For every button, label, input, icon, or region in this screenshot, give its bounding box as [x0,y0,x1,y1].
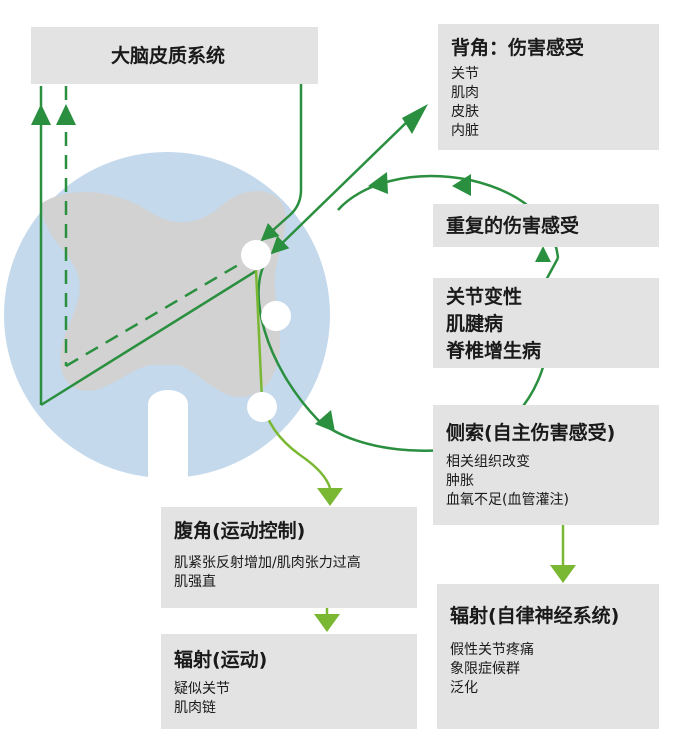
autonomic-radiation-box: 辐射(自律神经系统) 假性关节疼痛 象限症候群 泛化 [437,584,659,729]
loop-arrow-icon [535,246,551,262]
down-arrow-icon [314,614,340,632]
autonomic-radiation-title: 辐射(自律神经系统) [450,605,620,627]
list-item: 脊椎增生病 [446,340,542,362]
conditions-box: 关节变性 肌腱病 脊椎增生病 [433,278,659,368]
conditions-list: 关节变性 肌腱病 脊椎增生病 [446,284,541,365]
list-item: 肿胀 [446,473,474,489]
dorsal-horn-box: 背角：伤害感受 关节 肌肉 皮肤 内脏 [438,24,659,150]
list-item: 皮肤 [451,104,479,120]
list-item: 肌肉链 [174,700,216,716]
list-item: 肌腱病 [446,313,504,335]
cortex-box: 大脑皮质系统 [31,27,318,84]
afferent-line [270,117,412,255]
cortex-descending-line [260,84,303,242]
cortex-title: 大脑皮质系统 [111,45,226,67]
dorsal-horn-title: 背角：伤害感受 [451,37,585,59]
loop-arrow-icon [368,172,388,194]
list-item: 关节 [451,66,479,82]
gray-matter [41,191,286,398]
down-arrow-icon [550,565,576,583]
list-item: 疑似关节 [174,681,230,697]
dorsal-horn-list: 关节 肌肉 皮肤 内脏 [451,65,479,141]
neuron-node [241,240,271,270]
neuron-node [247,392,277,422]
list-item: 肌强直 [174,574,216,590]
list-item: 假性关节疼痛 [450,642,534,658]
input-arrow-icon [402,104,428,134]
list-item: 关节变性 [446,286,523,308]
neuron-node [261,301,291,331]
autonomic-radiation-list: 假性关节疼痛 象限症候群 泛化 [450,641,534,698]
up-arrow-icon [31,104,51,125]
lateral-column-title: 侧索(自主伤害感受) [446,422,616,444]
tract-line [40,269,257,407]
ventral-horn-list: 肌紧张反射增加/肌肉张力过高 肌强直 [174,554,361,592]
list-item: 肌紧张反射增加/肌肉张力过高 [174,555,361,571]
list-item: 肌肉 [451,85,479,101]
down-arrow-icon [317,488,343,506]
repeated-nociception-title: 重复的伤害感受 [446,215,580,237]
up-arrow-icon [56,104,76,125]
lateral-column-list: 相关组织改变 肿胀 血氧不足(血管灌注) [446,453,569,510]
motor-radiation-box: 辐射(运动) 疑似关节 肌肉链 [161,634,417,729]
loop-arrow-icon [315,410,335,432]
dashed-tract-line [65,256,251,368]
list-item: 泛化 [450,680,478,696]
list-item: 内脏 [451,123,479,139]
repeated-nociception-box: 重复的伤害感受 [433,204,659,247]
central-fissure [148,390,188,478]
ventral-horn-box: 腹角(运动控制) 肌紧张反射增加/肌肉张力过高 肌强直 [161,507,417,608]
ventral-horn-title: 腹角(运动控制) [174,520,306,542]
motor-radiation-title: 辐射(运动) [174,649,268,671]
motor-radiation-list: 疑似关节 肌肉链 [174,680,230,718]
list-item: 象限症候群 [450,661,520,677]
loop-arrow-icon [452,174,471,196]
lateral-column-box: 侧索(自主伤害感受) 相关组织改变 肿胀 血氧不足(血管灌注) [433,405,659,525]
list-item: 相关组织改变 [446,454,530,470]
list-item: 血氧不足(血管灌注) [446,492,569,508]
